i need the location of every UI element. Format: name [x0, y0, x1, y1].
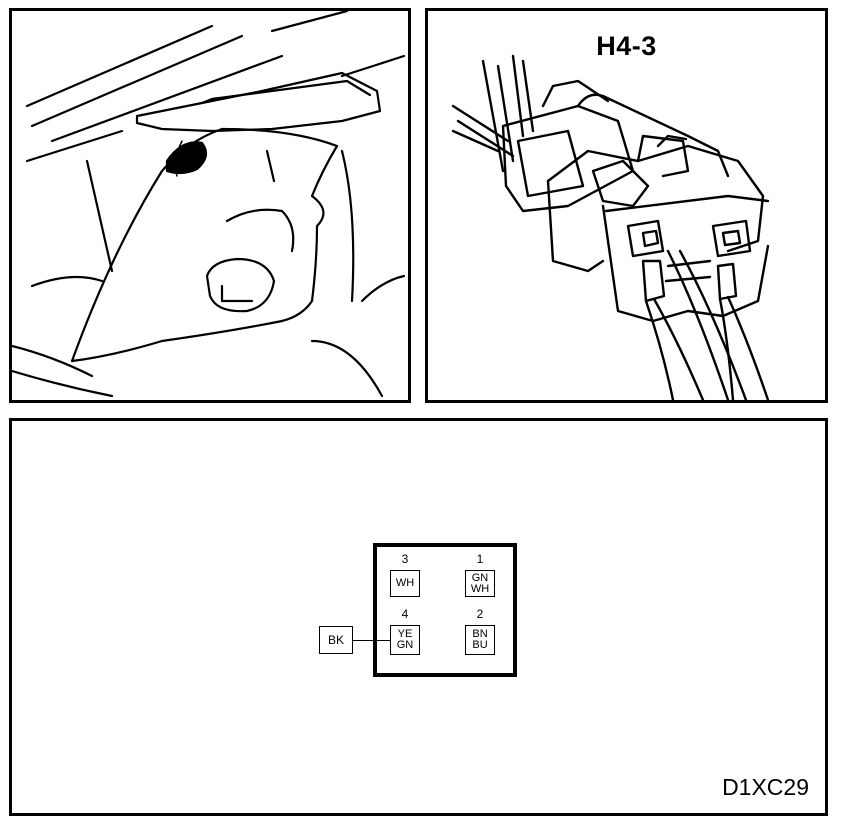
wire-color: BN: [472, 628, 488, 640]
external-wire-box: BK: [319, 626, 353, 654]
wire-color: GN: [471, 571, 489, 584]
pin-2-wire-box: BN BU: [465, 625, 495, 655]
location-illustration-panel: [9, 8, 411, 403]
wire-color: WH: [395, 577, 415, 589]
connector-plug-drawing: [451, 54, 770, 400]
vehicle-location-drawing: [12, 11, 406, 398]
pinout-diagram-panel: 3 WH 1 GN WH 4 YE GN 2 BN BU BK D1XC29: [9, 418, 828, 816]
figure-code: D1XC29: [722, 774, 809, 800]
pin-number: 2: [476, 607, 484, 621]
wire-color: WH: [470, 582, 490, 595]
pin-number: 4: [401, 607, 409, 621]
wire-color: GN: [396, 639, 414, 651]
connector-id: H4-3: [596, 31, 657, 61]
wire-color: BU: [472, 639, 488, 651]
pin-1-wire-box: GN WH: [465, 570, 495, 597]
connector-illustration-panel: H4-3: [425, 8, 828, 403]
pin-3-wire-box: WH: [390, 570, 420, 597]
connector-face: [373, 543, 517, 677]
external-wire-color: BK: [327, 633, 344, 647]
pin-4-wire-box: YE GN: [390, 625, 420, 655]
wire-color: YE: [397, 628, 413, 640]
pin-number: 3: [401, 552, 409, 566]
pin-number: 1: [476, 552, 484, 566]
wire-lead-line: [353, 640, 391, 641]
